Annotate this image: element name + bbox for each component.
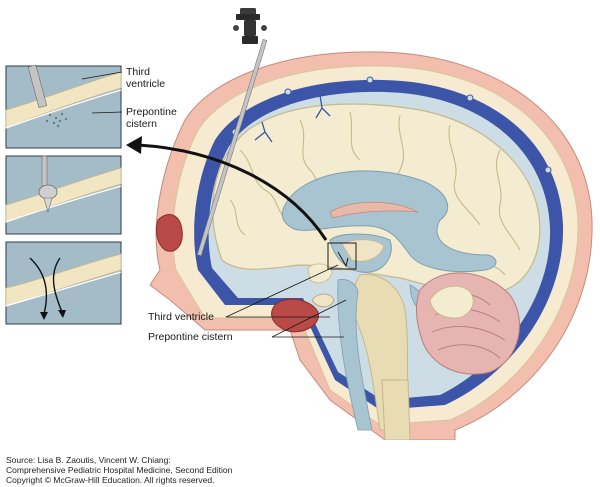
fornix bbox=[329, 201, 419, 219]
label-third-ventricle: Third ventricle bbox=[148, 311, 214, 323]
source-line-3: Copyright © McGraw-Hill Education. All r… bbox=[6, 475, 215, 485]
callout-arrow bbox=[126, 136, 328, 241]
inset-panel-1 bbox=[5, 64, 123, 149]
inset-label-third-ventricle-line1: Third bbox=[126, 66, 150, 78]
inset-label-third-ventricle: Third ventricle bbox=[126, 66, 165, 90]
inset-label-prepontine-line1: Prepontine bbox=[126, 106, 177, 118]
cortical-veins bbox=[254, 94, 331, 143]
inset-label-prepontine-line2: cistern bbox=[126, 118, 157, 130]
cerebellum bbox=[415, 272, 521, 375]
pituitary bbox=[311, 293, 335, 308]
floor-highlight-box bbox=[327, 242, 357, 270]
inset-label-prepontine-cistern: Prepontine cistern bbox=[126, 106, 177, 130]
inset-label-third-ventricle-line2: ventricle bbox=[126, 78, 166, 90]
endoscope-shaft bbox=[196, 39, 268, 257]
spinal-cord bbox=[381, 379, 411, 441]
inset-panel-3 bbox=[5, 241, 122, 325]
label-prepontine-cistern: Prepontine cistern bbox=[148, 331, 233, 343]
source-line-2: Comprehensive Pediatric Hospital Medicin… bbox=[6, 465, 233, 475]
prepontine-cistern bbox=[337, 279, 373, 431]
endoscope bbox=[196, 8, 357, 270]
endoscope-handle bbox=[233, 8, 267, 44]
frontal-sinus bbox=[155, 214, 183, 252]
source-line-1: Source: Lisa B. Zaoutis, Vincent W. Chia… bbox=[6, 455, 171, 465]
thalamus bbox=[341, 239, 385, 262]
source-credit: Source: Lisa B. Zaoutis, Vincent W. Chia… bbox=[6, 455, 232, 485]
sphenoid-sinus bbox=[271, 298, 319, 333]
head-cross-section bbox=[140, 51, 600, 487]
inset-panel-2 bbox=[5, 155, 122, 235]
